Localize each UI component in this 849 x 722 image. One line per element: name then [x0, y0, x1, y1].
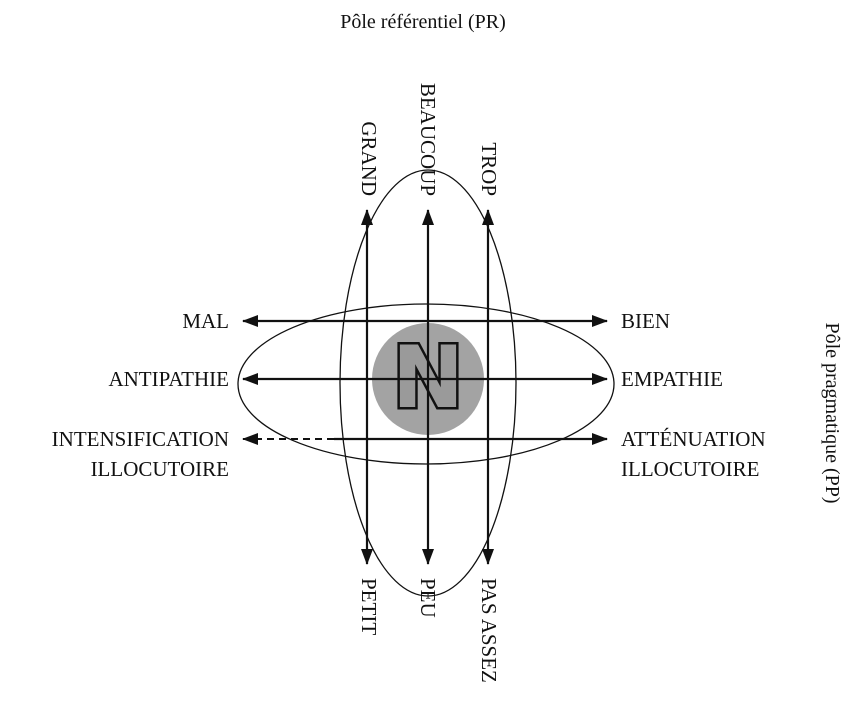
label-attenuation: ATTÉNUATION — [621, 427, 766, 451]
label-illocutoire-left: ILLOCUTOIRE — [91, 457, 229, 481]
referential-pole-title: Pôle référentiel (PR) — [340, 11, 506, 33]
label-trop: TROP — [477, 142, 501, 196]
label-beaucoup: BEAUCOUP — [416, 83, 440, 196]
pragmatic-pole-title: Pôle pragmatique (PP) — [821, 322, 843, 503]
label-bien: BIEN — [621, 309, 670, 333]
label-mal: MAL — [182, 309, 229, 333]
label-illocutoire-right: ILLOCUTOIRE — [621, 457, 759, 481]
label-antipathie: ANTIPATHIE — [108, 367, 229, 391]
label-peu: PEU — [416, 578, 440, 618]
label-empathie: EMPATHIE — [621, 367, 723, 391]
label-pas-assez: PAS ASSEZ — [477, 578, 501, 683]
label-grand: GRAND — [357, 121, 381, 196]
label-intensification: INTENSIFICATION — [52, 427, 229, 451]
label-petit: PETIT — [357, 578, 381, 635]
